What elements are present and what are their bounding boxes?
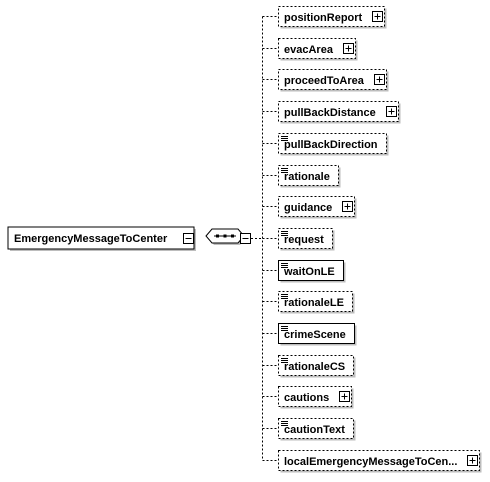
element-box: [278, 260, 344, 281]
element-box: [278, 101, 399, 122]
element-0[interactable]: positionReport: [278, 6, 387, 29]
element-label: pullBackDirection: [284, 139, 378, 151]
element-6[interactable]: guidance: [278, 196, 357, 219]
element-9[interactable]: rationaleLE: [278, 291, 355, 314]
connector-lines: [251, 16, 278, 461]
element-box: [278, 450, 480, 471]
simple-content-icon: [281, 421, 288, 426]
element-box: [278, 69, 387, 90]
element-label: crimeScene: [284, 329, 346, 341]
element-label: request: [284, 234, 324, 246]
element-14[interactable]: localEmergencyMessageToCen...: [278, 450, 482, 473]
element-2[interactable]: proceedToArea: [278, 69, 389, 92]
element-7[interactable]: request: [278, 228, 335, 251]
element-box: [278, 323, 355, 344]
element-box: [278, 6, 385, 27]
element-box: [278, 165, 339, 186]
element-label: cautionText: [284, 424, 345, 436]
expand-icon[interactable]: [339, 391, 350, 402]
root-element[interactable]: EmergencyMessageToCenter: [7, 226, 196, 251]
element-11[interactable]: rationaleCS: [278, 355, 356, 378]
simple-content-icon: [281, 326, 288, 331]
expand-icon[interactable]: [374, 74, 385, 85]
element-13[interactable]: cautionText: [278, 418, 356, 441]
element-label: guidance: [284, 202, 332, 214]
expand-icon[interactable]: [386, 106, 397, 117]
element-label: evacArea: [284, 44, 334, 56]
expand-icon[interactable]: [343, 43, 354, 54]
element-label: positionReport: [284, 12, 363, 24]
simple-content-icon: [281, 136, 288, 141]
element-label: waitOnLE: [283, 266, 335, 278]
element-box: [278, 38, 356, 59]
element-box: [278, 196, 355, 217]
sequence-compositor[interactable]: [205, 228, 251, 245]
element-label: proceedToArea: [284, 75, 365, 87]
element-box: [278, 355, 354, 376]
element-box: [278, 386, 352, 407]
root-collapse-icon[interactable]: [183, 233, 194, 244]
expand-icon[interactable]: [372, 11, 383, 22]
child-elements: positionReport evacArea proceedToArea pullB…: [278, 6, 482, 473]
element-8[interactable]: waitOnLE: [278, 260, 346, 283]
expand-icon[interactable]: [342, 201, 353, 212]
element-12[interactable]: cautions: [278, 386, 354, 409]
element-box: [278, 228, 333, 249]
simple-content-icon: [281, 358, 288, 363]
simple-content-icon: [281, 294, 288, 299]
element-label: pullBackDistance: [284, 107, 376, 119]
element-4[interactable]: pullBackDirection: [278, 133, 389, 156]
root-label: EmergencyMessageToCenter: [14, 233, 168, 245]
element-label: cautions: [284, 392, 329, 404]
element-1[interactable]: evacArea: [278, 38, 358, 61]
simple-content-icon: [281, 263, 288, 268]
element-10[interactable]: crimeScene: [278, 323, 357, 346]
element-5[interactable]: rationale: [278, 165, 341, 188]
element-3[interactable]: pullBackDistance: [278, 101, 401, 124]
simple-content-icon: [281, 231, 288, 236]
element-box: [278, 291, 353, 312]
sequence-collapse-icon[interactable]: [240, 233, 251, 244]
expand-icon[interactable]: [467, 455, 478, 466]
element-label: localEmergencyMessageToCen...: [284, 456, 457, 468]
element-box: [278, 133, 387, 154]
element-label: rationale: [284, 171, 330, 183]
element-box: [278, 418, 354, 439]
element-label: rationaleLE: [284, 297, 344, 309]
element-label: rationaleCS: [284, 361, 345, 373]
simple-content-icon: [281, 168, 288, 173]
